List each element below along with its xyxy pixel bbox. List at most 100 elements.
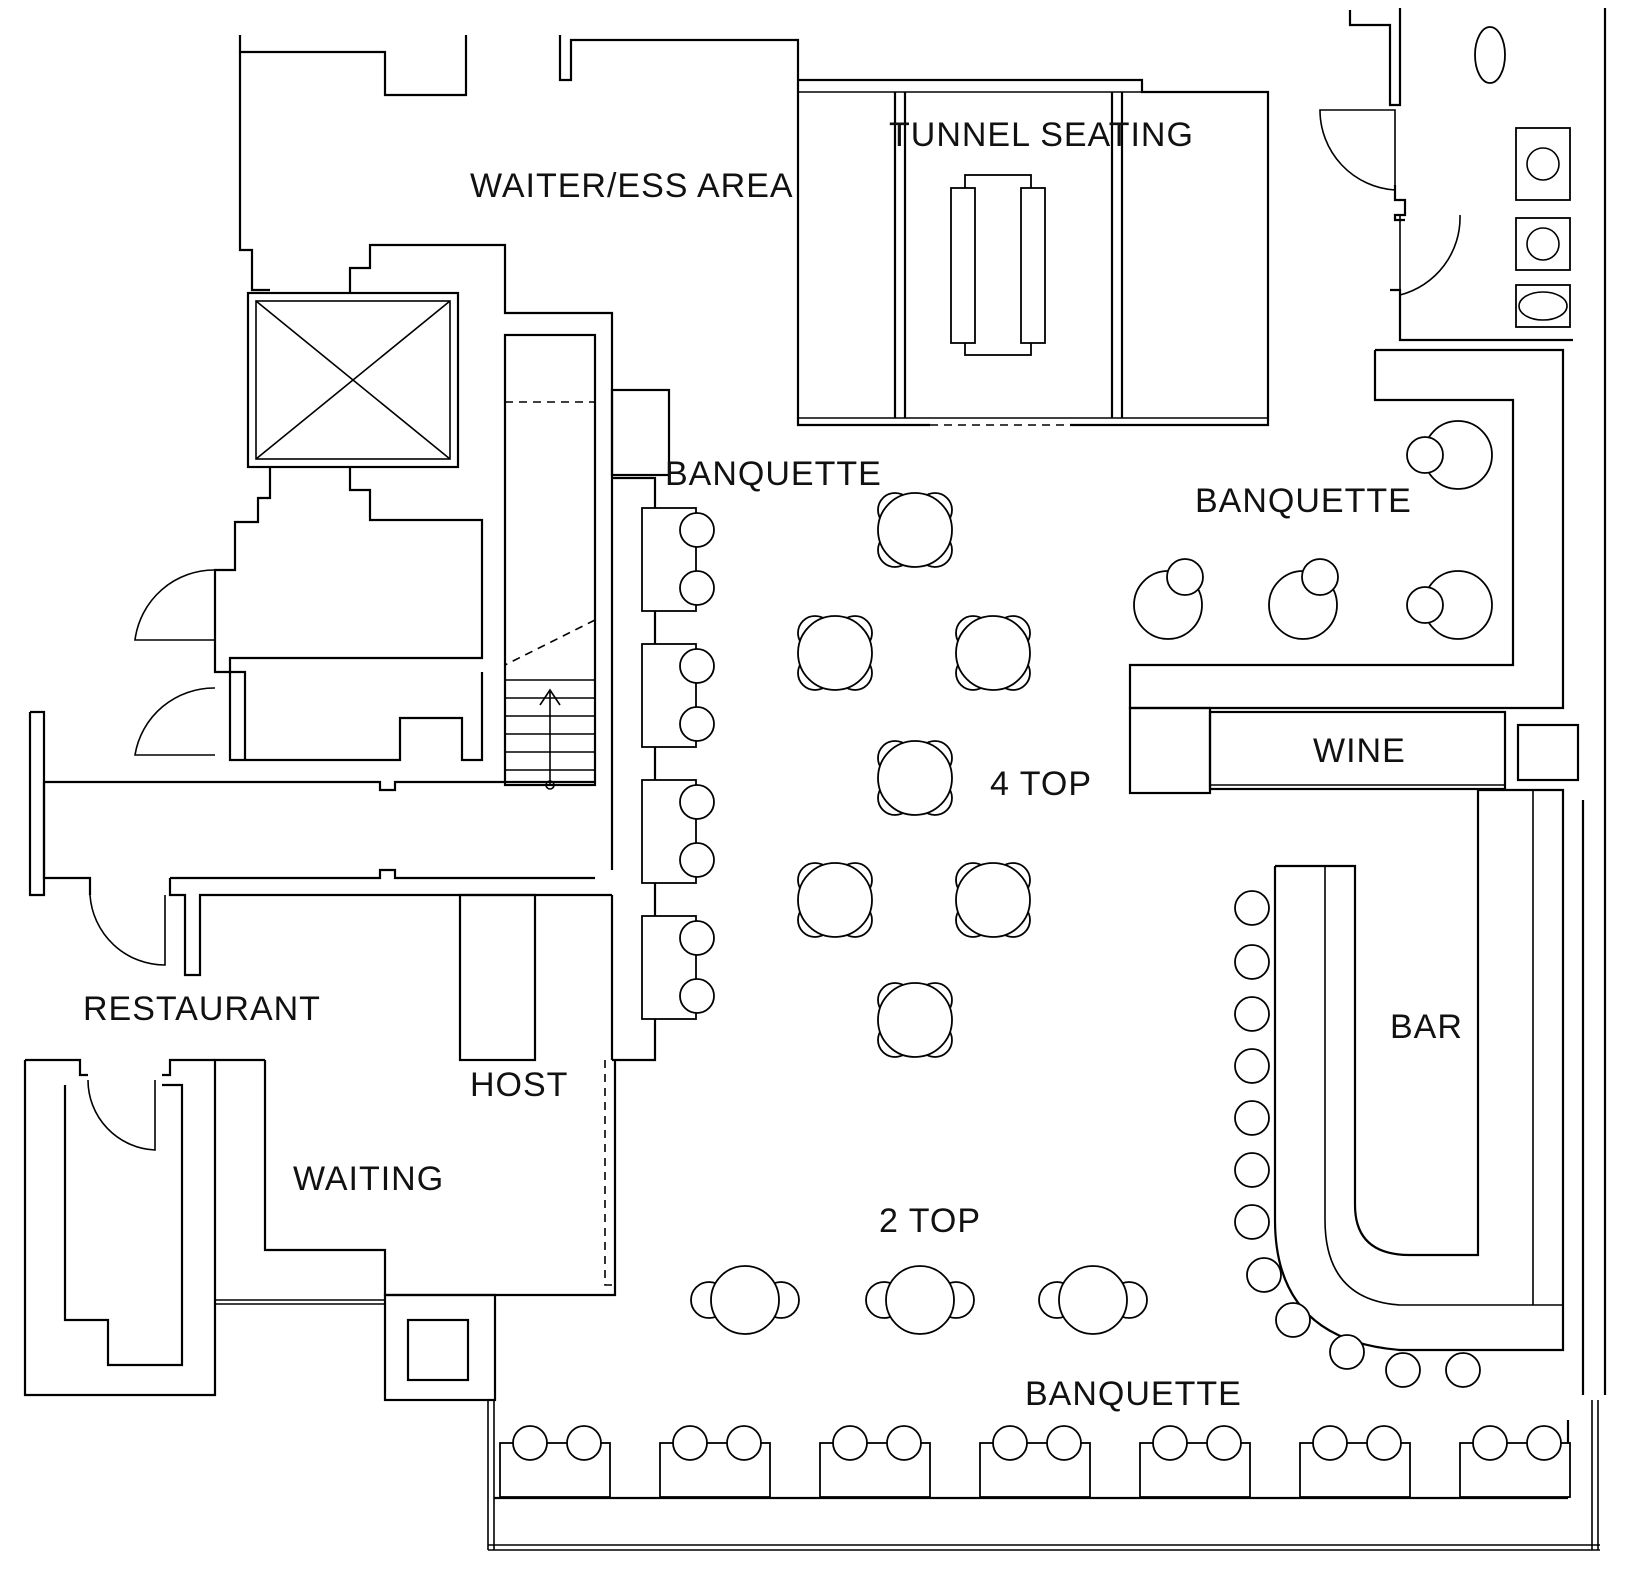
booth <box>1299 1425 1411 1498</box>
bar-stool <box>1234 1152 1270 1188</box>
door-swing <box>134 687 216 756</box>
tunnel-bench <box>1020 187 1046 344</box>
chair <box>679 978 715 1014</box>
two-top-table <box>1038 1265 1148 1335</box>
chair <box>679 920 715 956</box>
chair <box>1312 1425 1348 1461</box>
booth <box>641 915 715 1020</box>
stair-treads <box>505 679 595 790</box>
door-swing <box>89 894 166 966</box>
chair <box>1206 1425 1242 1461</box>
door-swing <box>1399 214 1461 297</box>
right-banquette-tables <box>1133 420 1493 640</box>
door-swing <box>87 1079 156 1151</box>
label-bar: BAR <box>1390 1008 1463 1046</box>
tunnel-seating <box>796 78 1270 427</box>
four-top-table <box>797 615 873 691</box>
booth <box>641 507 715 612</box>
chair <box>886 1425 922 1461</box>
table-top <box>710 1265 780 1335</box>
chair <box>679 570 715 606</box>
bar-stool <box>1234 1204 1270 1240</box>
bar-stools <box>1234 890 1481 1388</box>
chair <box>512 1425 548 1461</box>
chair <box>679 648 715 684</box>
label-tunnel-seating: TUNNEL SEATING <box>889 116 1194 154</box>
label-wine: WINE <box>1313 732 1406 770</box>
booth <box>499 1425 611 1498</box>
bottom-banquette <box>494 1420 1571 1500</box>
chair <box>1472 1425 1508 1461</box>
table-top <box>877 492 953 568</box>
bar-stool <box>1234 890 1270 926</box>
chair <box>1046 1425 1082 1461</box>
round-table <box>1133 558 1204 640</box>
four-top-table <box>955 615 1031 691</box>
label-waiter-area: WAITER/ESS AREA <box>470 167 794 205</box>
bar-stool <box>1385 1352 1421 1388</box>
four-top-table <box>797 862 873 938</box>
table-top <box>885 1265 955 1335</box>
chair <box>679 784 715 820</box>
table-top <box>877 982 953 1058</box>
chair <box>672 1425 708 1461</box>
table-top <box>955 862 1031 938</box>
four-top-table <box>877 492 953 568</box>
wine-storage <box>1128 706 1580 795</box>
building-walls <box>23 8 1607 1551</box>
bottom-booths <box>499 1425 1571 1498</box>
chair <box>566 1425 602 1461</box>
chair <box>1406 436 1444 474</box>
sink <box>1515 127 1571 201</box>
chair <box>1406 586 1444 624</box>
sink <box>1515 217 1571 271</box>
left-booths <box>641 507 715 1020</box>
table-top <box>1058 1265 1128 1335</box>
door-swing <box>134 569 216 641</box>
chair <box>1301 558 1339 596</box>
bar-counter <box>1234 788 1565 1388</box>
table-top <box>877 740 953 816</box>
booth <box>1459 1425 1571 1498</box>
table-top <box>797 615 873 691</box>
label-banquette-left: BANQUETTE <box>665 455 882 493</box>
bar-stool <box>1445 1352 1481 1388</box>
table-top <box>797 862 873 938</box>
bar-stool <box>1234 1048 1270 1084</box>
elevator-shaft <box>246 291 460 469</box>
booth <box>641 643 715 748</box>
label-banquette-bottom: BANQUETTE <box>1025 1375 1242 1413</box>
two-top-tables <box>690 1265 1148 1335</box>
label-restaurant: RESTAURANT <box>83 990 321 1028</box>
chair <box>679 706 715 742</box>
booth <box>641 779 715 884</box>
four-top-tables <box>797 492 1031 1058</box>
door-swing <box>1319 109 1396 191</box>
chair <box>992 1425 1028 1461</box>
two-top-table <box>865 1265 975 1335</box>
left-banquette <box>610 388 715 1062</box>
two-top-table <box>690 1265 800 1335</box>
right-banquette <box>1128 348 1565 710</box>
four-top-table <box>877 982 953 1058</box>
label-banquette-right: BANQUETTE <box>1195 482 1412 520</box>
bar-stool <box>1329 1334 1365 1370</box>
table-top <box>955 615 1031 691</box>
room-labels: WAITER/ESS AREA TUNNEL SEATING BANQUETTE… <box>83 116 1463 1413</box>
four-top-table <box>955 862 1031 938</box>
chair <box>1166 558 1204 596</box>
label-host: HOST <box>470 1066 568 1104</box>
host-stand <box>458 893 537 1062</box>
chair <box>679 512 715 548</box>
bar-stool <box>1275 1302 1311 1338</box>
label-two-top: 2 TOP <box>879 1202 981 1240</box>
chair <box>1152 1425 1188 1461</box>
chair <box>832 1425 868 1461</box>
column <box>1516 723 1580 782</box>
four-top-table <box>877 740 953 816</box>
bar-stool <box>1234 944 1270 980</box>
toilet <box>1474 26 1506 84</box>
round-table <box>1406 570 1493 640</box>
chair <box>726 1425 762 1461</box>
booth <box>819 1425 931 1498</box>
